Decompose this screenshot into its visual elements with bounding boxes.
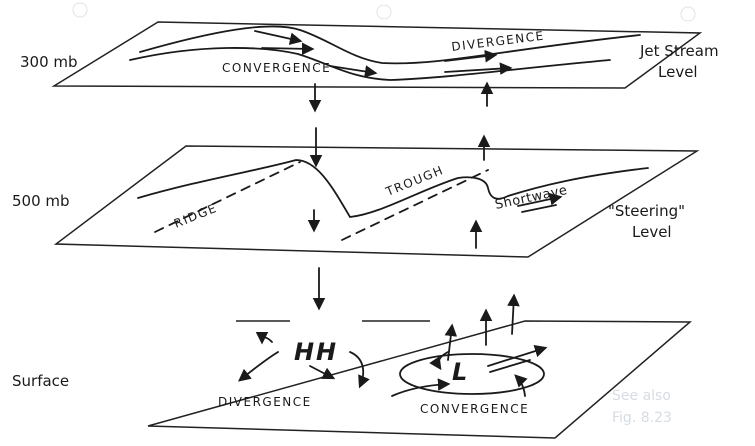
steering-level-label: Level [632,223,672,241]
steering-label: "Steering" [608,202,685,220]
level-label-surface: Surface [12,372,69,390]
low-motion-arrow [489,359,531,373]
ridge-axis [154,161,301,233]
outflow-arrow [309,365,336,380]
level-label-500mb: 500 mb [12,192,70,210]
rising-air-arrow [507,293,520,335]
outflow-arrow [349,351,370,389]
corner-note-line1: See also [612,388,671,404]
trough-axis [341,169,489,241]
flow-arrow [254,30,303,45]
shortwave-arrow [517,192,563,207]
jet-stream-level-label: Level [658,63,698,81]
height-contour [137,159,649,218]
upper-convergence-label: CONVERGENCE [222,61,331,75]
inflow-arrow [514,374,528,397]
outflow-arrow [255,331,273,345]
upper-divergence-label: DIVERGENCE [451,29,546,54]
flow-arrow [329,65,378,78]
inflow-arrow [391,378,451,397]
high-pressure-symbol: H [294,338,314,366]
flow-arrow [261,42,315,56]
flow-arrow [444,49,498,63]
trough-label: TROUGH [383,163,446,199]
jet-stream-plane [51,21,703,89]
shortwave-arrow [521,204,557,213]
jet-stream-upper-edge [139,25,641,65]
low-motion-arrow [487,345,548,367]
surface-plane: H H L [147,293,693,439]
inflow-arrow [429,351,449,371]
corner-note-line2: Fig. 8.23 [612,410,672,426]
low-pressure-symbol: L [452,358,467,386]
rising-air-arrow [444,323,458,361]
jet-stream-lower-edge [129,47,611,81]
high-pressure-symbol-overstrike: H [316,338,336,366]
outflow-arrow [238,351,279,382]
surface-convergence-label: CONVERGENCE [420,402,529,416]
shortwave-label: Shortwave [494,183,569,213]
flow-arrow [444,62,513,75]
ridge-label: RIDGE [172,201,219,231]
level-label-300mb: 300 mb [20,53,78,71]
low-circulation [399,353,545,395]
surface-divergence-label: DIVERGENCE [218,395,312,409]
steering-plane [53,145,700,258]
jet-stream-label: Jet Stream [639,42,719,60]
